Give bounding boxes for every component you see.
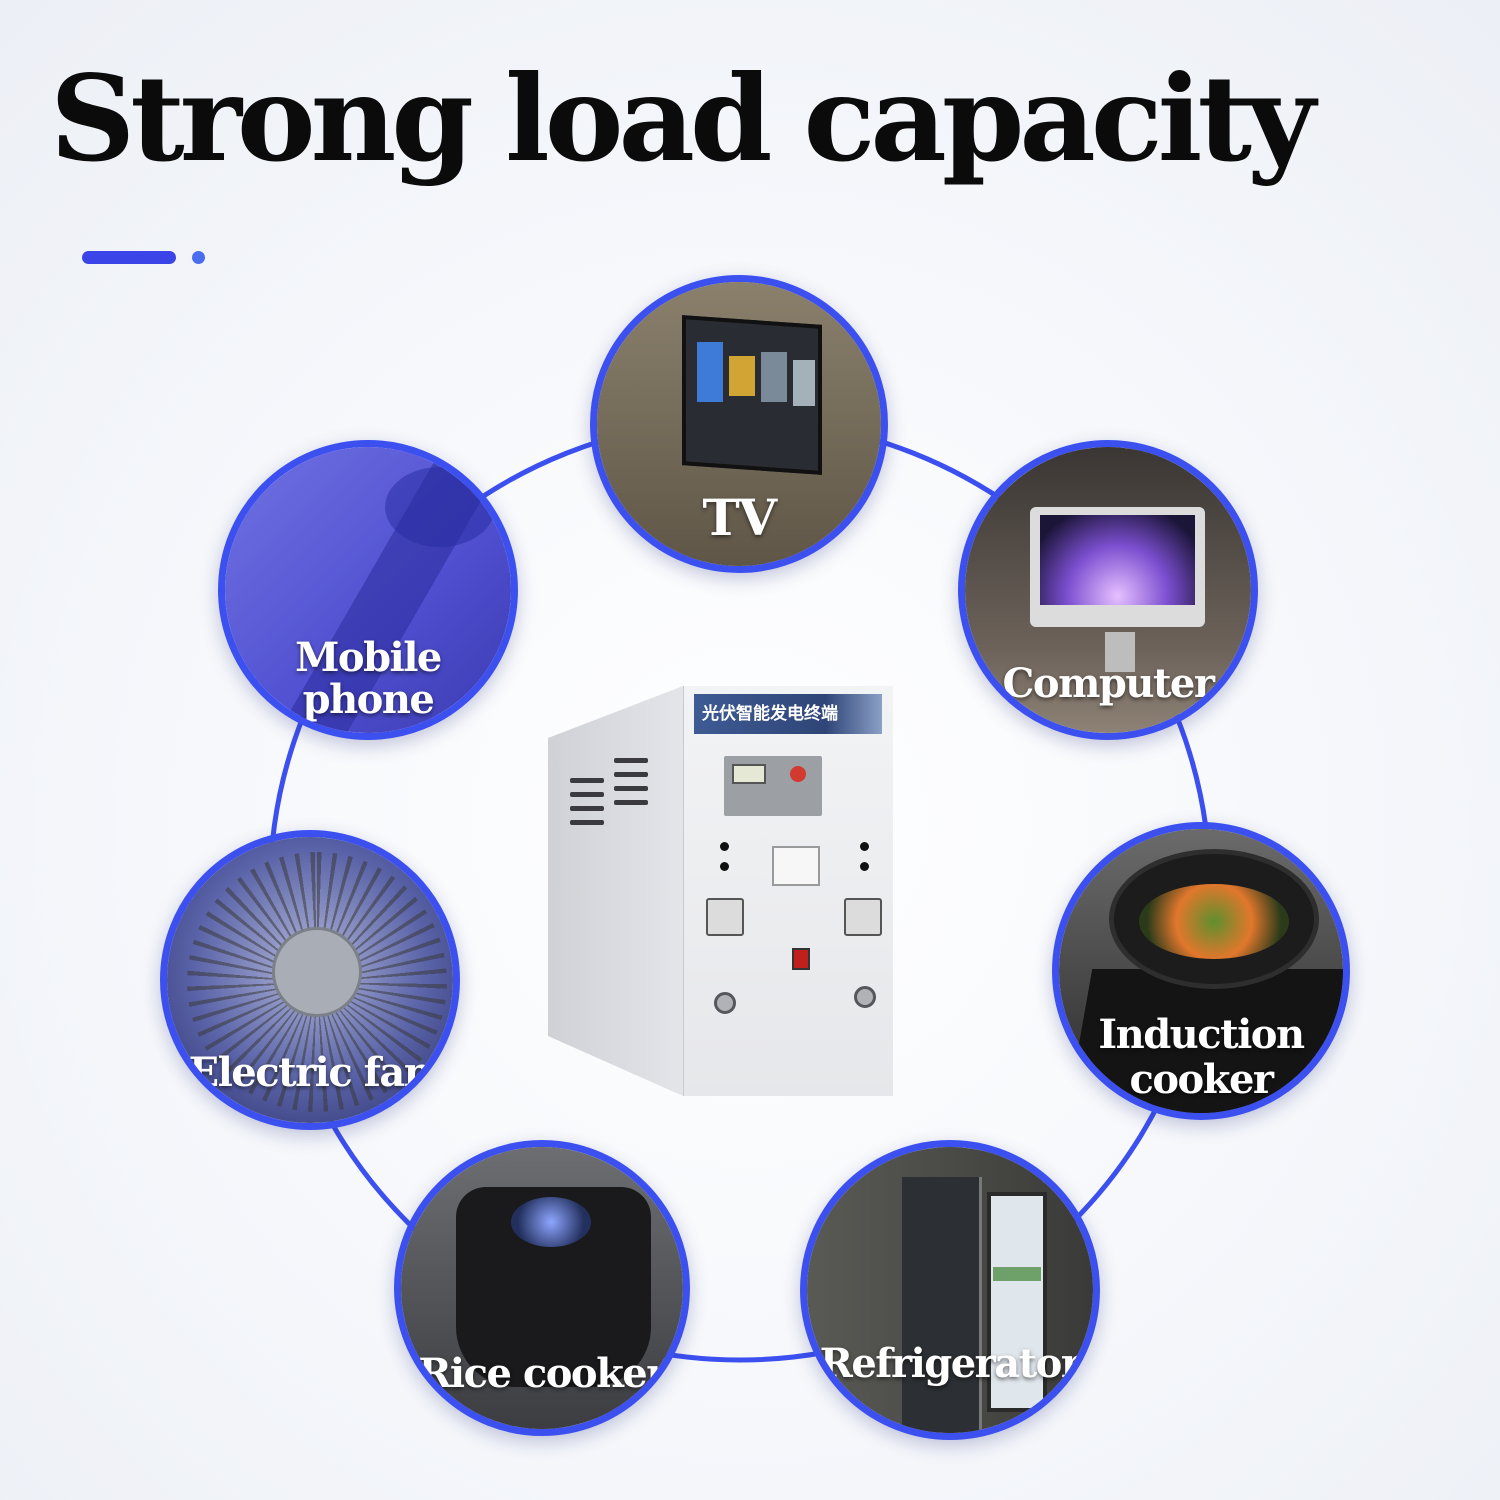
mobile-phone-icon	[225, 447, 511, 733]
controller-button	[790, 766, 806, 782]
appliance-label: Computer	[1002, 660, 1215, 707]
appliance-tv: TV	[590, 275, 888, 573]
appliance-label: Rice cooker	[418, 1350, 667, 1397]
power-switch	[792, 948, 810, 970]
lcd-display	[732, 764, 766, 784]
ac-outlet-right	[844, 898, 882, 936]
appliance-induction-cooker: Induction cooker	[1052, 822, 1350, 1120]
controller-panel	[724, 756, 822, 816]
ac-outlet-left	[706, 898, 744, 936]
refrigerator-icon	[807, 1147, 1093, 1433]
appliance-rice-cooker: Rice cooker	[394, 1140, 690, 1436]
indicator-led	[860, 862, 869, 871]
appliance-label: Induction	[1098, 1011, 1305, 1058]
appliance-label: Electric fan	[188, 1049, 433, 1096]
electric-fan-icon	[167, 837, 453, 1123]
input-port-left	[714, 992, 736, 1014]
indicator-led	[720, 842, 729, 851]
appliance-refrigerator: Refrigerator	[800, 1140, 1100, 1440]
accent-dot	[192, 251, 205, 264]
appliance-label-line2: cooker	[1129, 1056, 1274, 1103]
input-port-right	[854, 986, 876, 1008]
page-title: Strong load capacity	[50, 49, 1316, 188]
computer-icon	[965, 447, 1251, 733]
appliance-label: Refrigerator	[819, 1340, 1082, 1387]
device-banner: 光伏智能发电终端	[694, 694, 882, 734]
analog-meter	[772, 846, 820, 886]
appliance-label: Mobile phone	[295, 634, 442, 723]
tv-icon	[597, 282, 881, 566]
indicator-led	[720, 862, 729, 871]
appliance-electric-fan: Electric fan	[160, 830, 460, 1130]
indicator-led	[860, 842, 869, 851]
device-side-panel	[548, 686, 683, 1096]
appliance-mobile-phone: Mobile phone	[218, 440, 518, 740]
appliance-label: TV	[702, 488, 777, 547]
induction-cooker-icon	[1059, 829, 1343, 1113]
device-front-panel: 光伏智能发电终端	[683, 686, 893, 1096]
accent-bar	[82, 251, 176, 264]
appliance-computer: Computer	[958, 440, 1258, 740]
rice-cooker-icon	[401, 1147, 683, 1429]
solar-power-station-unit: 光伏智能发电终端	[548, 686, 893, 1096]
